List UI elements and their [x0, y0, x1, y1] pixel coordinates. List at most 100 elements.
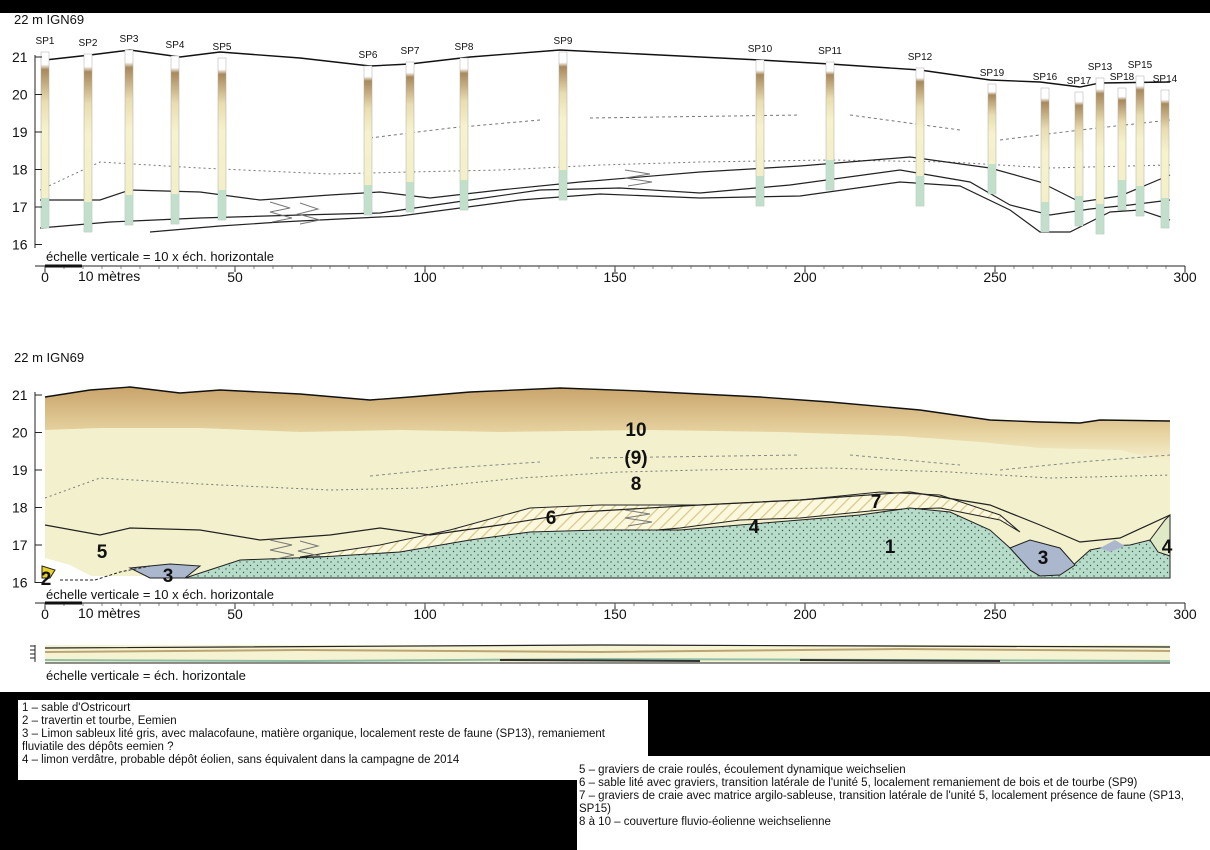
- legend-item-1: 1 – sable d'Ostricourt: [22, 702, 131, 714]
- legend-item-2: 2 – travertin et tourbe, Eemien: [22, 715, 177, 727]
- bottom-y-tick-label: 21: [12, 387, 28, 403]
- top-ground-surface: [44, 49, 1171, 88]
- top-zigzag-left: [269, 201, 321, 225]
- borehole-sp8: SP8: [455, 42, 474, 211]
- unit-label: 10: [625, 420, 646, 441]
- legend-right: 5 – graviers de craie roulés, écoulement…: [577, 756, 1210, 850]
- borehole-label: SP3: [120, 34, 139, 45]
- borehole-label: SP18: [1110, 72, 1135, 83]
- borehole-sp15: SP15: [1128, 60, 1153, 217]
- borehole-label: SP4: [166, 40, 185, 51]
- bottom-horizon-dashed: [369, 454, 1171, 477]
- legend-item-8-10: 8 à 10 – couverture fluvio-éolienne weic…: [579, 816, 831, 828]
- bottom-datum-label: 22 m IGN69: [14, 350, 84, 365]
- borehole-label: SP10: [748, 44, 773, 55]
- bottom-scale-bar-label: 10 mètres: [78, 605, 140, 621]
- bottom-x-tick-label: 0: [41, 606, 49, 622]
- legend-left: 1 – sable d'Ostricourt 2 – travertin et …: [18, 700, 648, 780]
- true-scale-note: échelle verticale = éch. horizontale: [46, 668, 246, 683]
- legend-item-3: 3 – Limon sableux lité gris, avec malaco…: [22, 728, 605, 753]
- borehole-sp11: SP11: [818, 46, 842, 191]
- top-x-tick-label: 200: [793, 269, 817, 285]
- legend-item-6: 6 – sable lité avec graviers, transition…: [579, 777, 1138, 789]
- top-x-tick-label: 250: [983, 269, 1007, 285]
- unit-label: 7: [871, 492, 882, 513]
- top-scale-bar-label: 10 mètres: [78, 268, 140, 284]
- legend-item-5: 5 – graviers de craie roulés, écoulement…: [579, 764, 906, 776]
- bottom-y-tick-label: 20: [12, 425, 28, 441]
- borehole-label: SP15: [1128, 60, 1153, 71]
- unit-label: 2: [41, 569, 52, 590]
- borehole-sp17: SP17: [1067, 76, 1092, 227]
- top-scale-note: échelle verticale = 10 x éch. horizontal…: [46, 249, 274, 264]
- borehole-label: SP19: [980, 68, 1005, 79]
- top-datum-label: 22 m IGN69: [14, 12, 84, 27]
- bottom-y-tick-label: 17: [12, 537, 28, 553]
- borehole-label: SP13: [1088, 62, 1113, 73]
- borehole-sp7: SP7: [401, 46, 420, 213]
- unit-label: 1: [885, 537, 896, 558]
- bottom-zigzag-left: [269, 539, 321, 561]
- top-horizon-middle: [39, 169, 1171, 229]
- bottom-y-tick-label: 18: [12, 500, 28, 516]
- bottom-x-tick-label: 300: [1173, 606, 1197, 622]
- unit-10-topsoil-fill: [45, 387, 1170, 462]
- borehole-label: SP9: [554, 36, 573, 47]
- top-panel-background: [0, 13, 1210, 292]
- bottom-scale-note: échelle verticale = 10 x éch. horizontal…: [46, 587, 274, 602]
- borehole-label: SP8: [455, 42, 474, 53]
- unit-3-left-fill: [128, 563, 202, 579]
- borehole-sp12: SP12: [908, 52, 933, 207]
- bottom-x-tick-label: 150: [603, 606, 627, 622]
- bottom-x-tick-label: 50: [227, 606, 243, 622]
- legend-item-7: 7 – graviers de craie avec matrice argil…: [579, 790, 1185, 815]
- borehole-sp10: SP10: [748, 44, 773, 207]
- borehole-sp16: SP16: [1033, 72, 1058, 233]
- borehole-sp13: SP13: [1088, 62, 1113, 235]
- unit-label: 6: [546, 508, 557, 529]
- top-y-tick-label: 16: [12, 237, 28, 253]
- bottom-x-tick-label: 250: [983, 606, 1007, 622]
- top-x-tick-label: 150: [603, 269, 627, 285]
- borehole-sp14: SP14: [1153, 74, 1178, 229]
- unit-label: 3: [1038, 548, 1049, 569]
- top-y-tick-label: 20: [12, 87, 28, 103]
- borehole-label: SP16: [1033, 72, 1058, 83]
- bottom-horizon-dotted: [44, 467, 1171, 499]
- top-x-tick-label: 300: [1173, 269, 1197, 285]
- borehole-sp4: SP4: [166, 40, 185, 225]
- top-zigzag-right: [624, 169, 653, 187]
- top-horizon-dotted: [39, 159, 1171, 191]
- top-x-tick-label: 100: [413, 269, 437, 285]
- unit-3-small-fill: [1100, 540, 1125, 552]
- unit-label: 8: [631, 474, 642, 495]
- unit-label: 5: [97, 542, 108, 563]
- top-horizon-lower: [149, 181, 1171, 233]
- top-y-tick-label: 21: [12, 49, 28, 65]
- unit-4-right-fill: [1149, 513, 1171, 557]
- borehole-sp5: SP5: [213, 42, 232, 221]
- bottom-ground-surface: [44, 386, 1171, 424]
- top-y-tick-label: 17: [12, 199, 28, 215]
- unit-label: 3: [163, 566, 174, 587]
- borehole-label: SP12: [908, 52, 933, 63]
- borehole-label: SP7: [401, 46, 420, 57]
- borehole-sp18: SP18: [1110, 72, 1135, 211]
- bottom-zigzag-right: [624, 509, 653, 527]
- bottom-channel-base: [60, 565, 151, 581]
- borehole-sp9: SP9: [554, 36, 573, 201]
- borehole-label: SP6: [359, 50, 378, 61]
- top-y-tick-label: 19: [12, 124, 28, 140]
- borehole-label: SP11: [818, 46, 842, 57]
- top-horizon-dashed: [369, 114, 1171, 141]
- bottom-x-tick-label: 200: [793, 606, 817, 622]
- unit-3-right-fill: [1009, 539, 1076, 577]
- unit-label: (9): [624, 448, 647, 469]
- unit-5-channel-fill: [45, 558, 95, 578]
- borehole-sp6: SP6: [359, 50, 378, 216]
